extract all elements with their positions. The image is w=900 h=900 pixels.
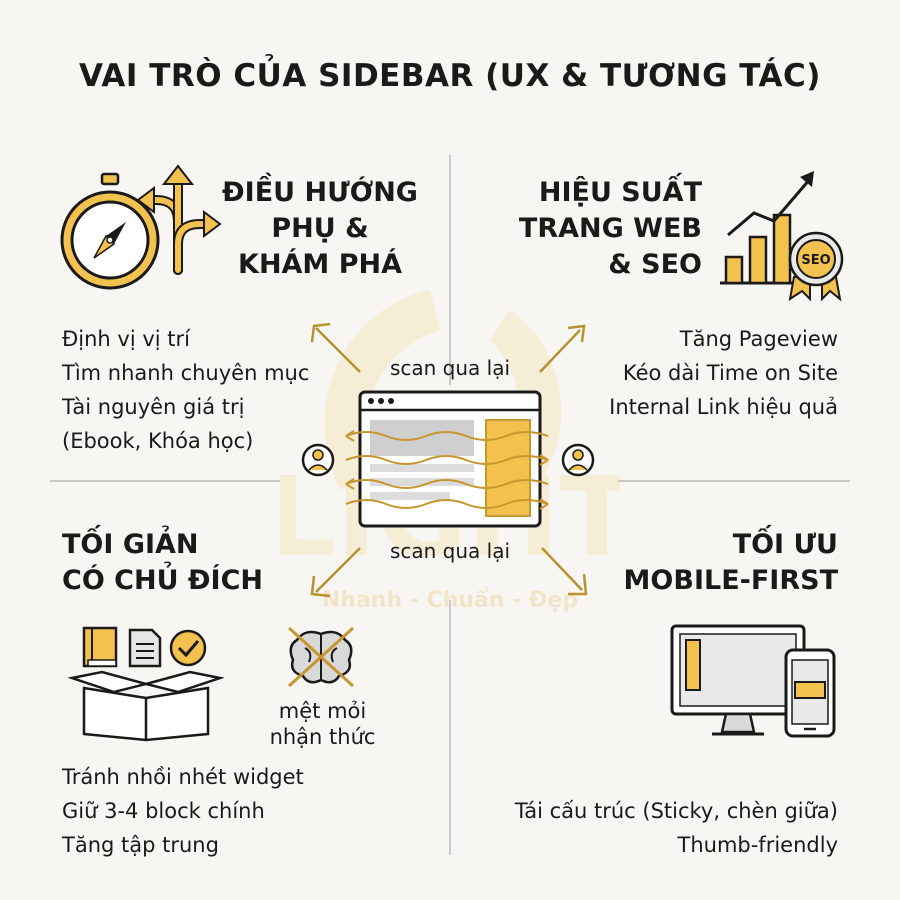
brain-crossed-icon — [287, 626, 355, 688]
cognitive-fatigue-note: mệt mỏi nhận thức — [250, 698, 395, 750]
list-item: Kéo dài Time on Site — [622, 361, 838, 385]
list-item: Định vị vị trí — [62, 327, 190, 351]
box-books-icon — [68, 626, 224, 742]
performance-title-line: TRANG WEB — [518, 213, 702, 244]
mobile-title: TỐI ƯU MOBILE-FIRST — [560, 527, 838, 599]
center-diagram — [301, 322, 595, 598]
note-line: mệt mỏi — [278, 699, 367, 723]
divider-vertical-top — [449, 155, 451, 385]
compass-signpost-icon — [60, 164, 222, 290]
list-item: Tài nguyên giá trị — [62, 395, 245, 419]
navigation-items: Định vị vị trí Tìm nhanh chuyên mục Tài … — [62, 322, 362, 458]
scan-label-bottom: scan qua lại — [389, 539, 511, 563]
mobile-title-line: MOBILE-FIRST — [623, 565, 838, 596]
performance-title: HIỆU SUẤT TRANG WEB & SEO — [480, 175, 702, 283]
mobile-title-line: TỐI ƯU — [732, 529, 838, 560]
performance-title-line: HIỆU SUẤT — [538, 177, 702, 208]
performance-items: Tăng Pageview Kéo dài Time on Site Inter… — [500, 322, 838, 424]
list-item: Tăng Pageview — [679, 327, 838, 351]
seo-badge-label: SEO — [801, 253, 830, 268]
list-item: Tìm nhanh chuyên mục — [62, 361, 310, 385]
watermark-slogan: Nhanh - Chuẩn - Đẹp — [321, 588, 579, 613]
scan-lines — [345, 430, 549, 510]
divider-horizontal-right — [618, 480, 850, 482]
desktop-phone-icon — [670, 624, 836, 738]
list-item: (Ebook, Khóa học) — [62, 429, 254, 453]
user-icon-left — [301, 443, 335, 477]
navigation-title-line: KHÁM PHÁ — [238, 249, 402, 280]
growth-chart-seo-badge-icon: SEO — [720, 171, 844, 302]
minimal-title-line: TỐI GIẢN — [62, 529, 199, 560]
minimal-title: TỐI GIẢN CÓ CHỦ ĐÍCH — [62, 527, 322, 599]
minimal-title-line: CÓ CHỦ ĐÍCH — [62, 565, 263, 596]
scan-label-top: scan qua lại — [389, 356, 511, 380]
page-title: VAI TRÒ CỦA SIDEBAR (UX & TƯƠNG TÁC) — [79, 58, 821, 94]
list-item: Giữ 3-4 block chính — [62, 799, 265, 823]
note-line: nhận thức — [269, 725, 376, 749]
minimal-items: Tránh nhồi nhét widget Giữ 3-4 block chí… — [62, 760, 382, 862]
list-item: Tái cấu trúc (Sticky, chèn giữa) — [514, 799, 838, 823]
divider-horizontal-left — [50, 480, 280, 482]
list-item: Thumb-friendly — [677, 833, 839, 857]
navigation-title-line: PHỤ & — [271, 213, 369, 244]
list-item: Tăng tập trung — [62, 833, 219, 857]
mobile-items: Tái cấu trúc (Sticky, chèn giữa) Thumb-f… — [480, 794, 838, 862]
user-icon-right — [561, 443, 595, 477]
list-item: Tránh nhồi nhét widget — [62, 765, 304, 789]
navigation-title-line: ĐIỀU HƯỚNG — [222, 177, 418, 208]
list-item: Internal Link hiệu quả — [609, 395, 838, 419]
divider-vertical-bottom — [449, 600, 451, 855]
performance-title-line: & SEO — [608, 249, 702, 280]
quadrant-arrows — [310, 322, 588, 598]
navigation-title: ĐIỀU HƯỚNG PHỤ & KHÁM PHÁ — [215, 175, 425, 283]
